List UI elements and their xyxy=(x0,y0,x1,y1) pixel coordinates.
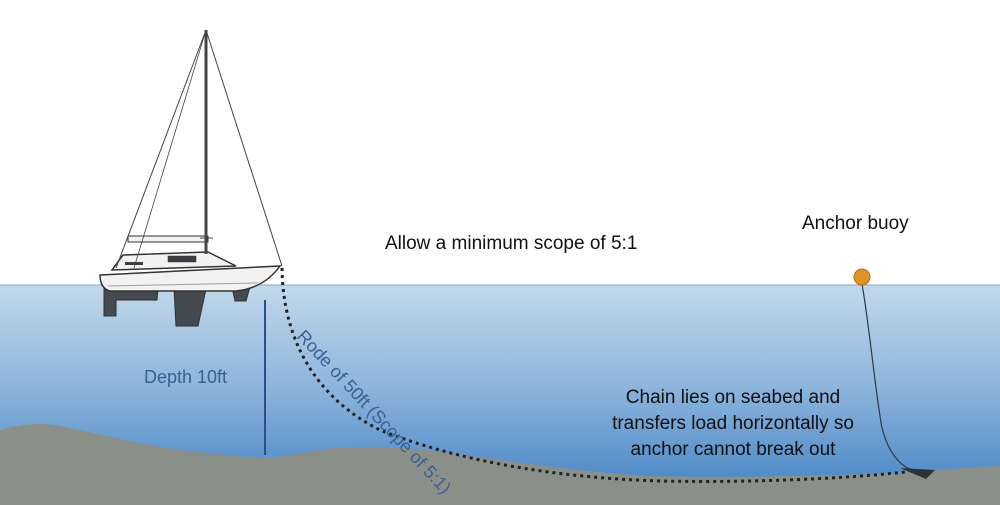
anchor-buoy-icon xyxy=(853,268,871,286)
chain-label-line-3: anchor cannot break out xyxy=(631,439,837,460)
buoy-line xyxy=(861,283,913,471)
anchor-icon xyxy=(900,468,935,479)
anchor-buoy-label: Anchor buoy xyxy=(802,213,909,234)
sailboat-icon xyxy=(99,29,283,327)
chain-label-line-1: Chain lies on seabed and xyxy=(626,387,840,408)
depth-label: Depth 10ft xyxy=(144,367,227,387)
rode-line xyxy=(280,267,906,483)
chain-label-line-2: transfers load horizontally so xyxy=(612,413,854,434)
scope-note-label: Allow a minimum scope of 5:1 xyxy=(385,233,637,254)
